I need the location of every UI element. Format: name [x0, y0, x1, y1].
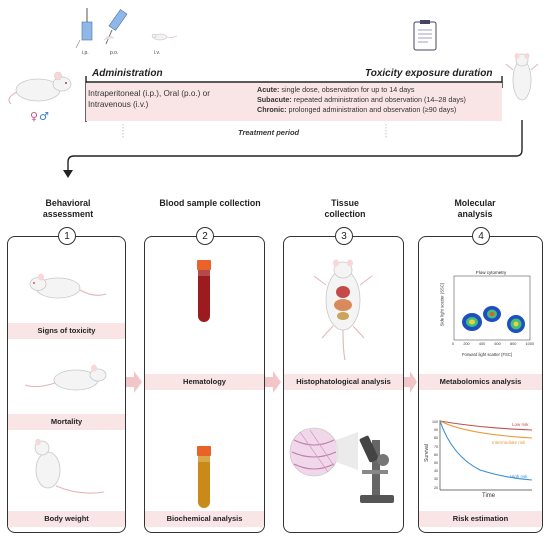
toxicity-title: Toxicity exposure duration [365, 68, 493, 79]
chronic-line: Chronic: prolonged administration and ob… [257, 105, 457, 114]
step2-number: 2 [196, 227, 214, 245]
treatment-period-label: Treatment period [238, 128, 300, 137]
metabolomics-analysis-label: Metabolomics analysis [419, 374, 542, 390]
route-iv: i.v. [154, 50, 161, 56]
dissected-rat-icon [313, 259, 373, 361]
rat-icon [29, 273, 107, 299]
rat-icon [24, 364, 107, 391]
arrow-1-2 [126, 371, 142, 393]
syringe-icon [103, 9, 128, 45]
administration-text: Intraperitoneal (i.p.), Oral (p.o.) or I… [88, 89, 210, 109]
arrow-3-4 [404, 371, 417, 393]
flow-cytometry-xlabel: Forward light scatter (FSC) [462, 352, 513, 357]
survival-plot [439, 420, 533, 491]
body-weight-label: Body weight [8, 511, 125, 527]
mouse-icon [151, 33, 178, 41]
timeline-graphics: ♀ ♂ [8, 8, 539, 178]
route-po: p.o. [110, 50, 119, 56]
histology-slide-icon [289, 427, 358, 477]
intermediate-risk-label: Intermediate risk [492, 440, 526, 445]
subacute-line: Subacute: repeated administration and ob… [257, 95, 466, 104]
syringe-icon [75, 8, 93, 49]
flow-cytometry-ylabel: Side light scatter (SSC) [439, 282, 445, 327]
step3-number: 3 [335, 227, 353, 245]
step2-heading: Blood sample collection [159, 198, 261, 208]
microscope-icon [359, 435, 394, 503]
high-risk-label: High risk [510, 474, 528, 479]
step1-number: 1 [58, 227, 76, 245]
svg-text:♀: ♀ [30, 110, 38, 123]
signs-of-toxicity-label: Signs of toxicity [8, 323, 125, 339]
clipboard-icon [413, 20, 437, 51]
flow-cytometry-title: Flow cytometry [476, 270, 507, 275]
sex-symbols-icon: ♀ ♂ [30, 110, 49, 123]
svg-text:♂: ♂ [39, 110, 49, 123]
flow-arrow [67, 120, 523, 172]
administration-title: Administration [92, 68, 163, 79]
rat-icon [505, 53, 539, 101]
acute-line: Acute: single dose, observation for up t… [257, 85, 415, 94]
biochemical-analysis-label: Biochemical analysis [145, 511, 264, 527]
low-risk-label: Low risk [512, 422, 529, 427]
rat-icon [34, 438, 105, 494]
risk-estimation-label: Risk estimation [419, 511, 542, 527]
survival-xlabel: Time [482, 493, 496, 499]
histopathological-analysis-label: Histophatological analysis [284, 374, 403, 390]
rat-icon [8, 71, 72, 105]
timeline-band [86, 83, 502, 121]
tube-icon [197, 260, 211, 322]
low-risk-curve [439, 420, 533, 431]
toxicity-durations: Acute: single dose, observation for up t… [257, 85, 517, 115]
mortality-label: Mortality [8, 414, 125, 430]
arrow-2-3 [265, 371, 281, 393]
intermediate-risk-curve [439, 420, 533, 439]
step4-number: 4 [472, 227, 490, 245]
flow-cytometry-plot [453, 275, 531, 341]
high-risk-curve [439, 420, 533, 481]
tube-icon [197, 446, 211, 508]
hematology-label: Hematology [145, 374, 264, 390]
route-ip: i.p. [82, 50, 89, 56]
